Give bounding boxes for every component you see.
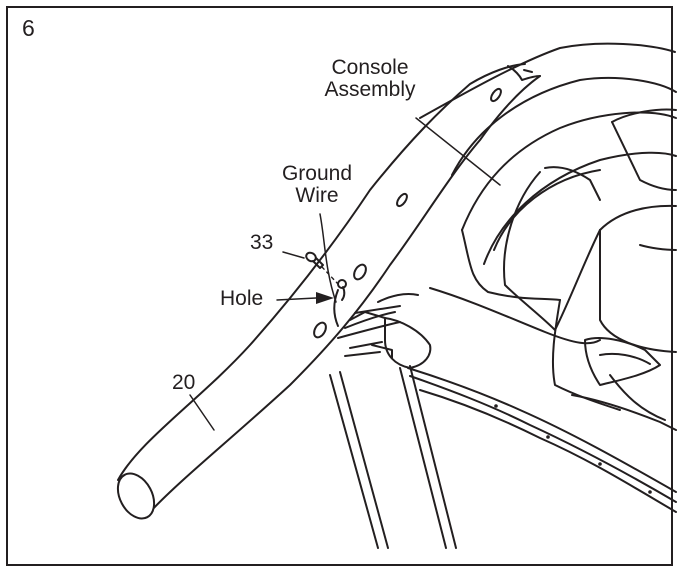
console-assembly-drawing <box>419 42 677 431</box>
part-33-label: 33 <box>250 231 274 254</box>
screw-33-drawing <box>305 251 339 285</box>
console-label-line2: Assembly <box>324 78 416 102</box>
part-20-label: 20 <box>172 371 196 394</box>
step-number: 6 <box>22 15 35 41</box>
ground-label-line1: Ground <box>281 162 353 185</box>
leader-lines <box>189 117 501 431</box>
mount-bracket-drawing <box>337 292 432 369</box>
ground-wire-label: Ground Wire <box>262 162 372 208</box>
hole-label: Hole <box>220 287 264 310</box>
assembly-step-figure: 6 Console Assembly Ground Wire 33 Hole 2… <box>6 6 677 566</box>
ground-label-line2: Wire <box>295 184 339 208</box>
console-label-line1: Console <box>331 56 409 79</box>
ground-wire-drawing <box>333 279 347 327</box>
base-frame-drawing <box>329 365 677 549</box>
treadmill-line-drawing <box>116 42 677 549</box>
upright-tube-drawing <box>116 63 541 520</box>
console-assembly-label: Console Assembly <box>300 56 440 102</box>
